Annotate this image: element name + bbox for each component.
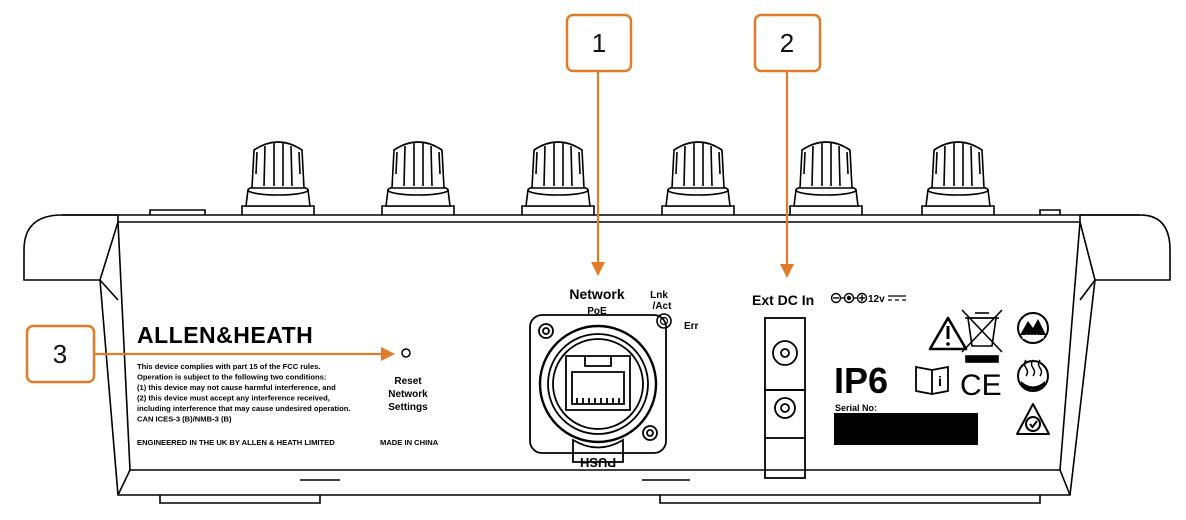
dc-symbol xyxy=(888,295,906,301)
fcc-line: CAN ICES-3 (B)/NMB-3 (B) xyxy=(137,415,232,424)
knob xyxy=(661,141,735,215)
fcc-line: (1) this device may not cause harmful in… xyxy=(137,383,336,392)
reset-label-3: Settings xyxy=(388,402,428,413)
callout-leaders xyxy=(95,71,794,361)
knob xyxy=(521,141,595,215)
network-label: Network xyxy=(569,286,624,302)
fcc-line: Operation is subject to the following tw… xyxy=(137,373,326,382)
knob xyxy=(789,141,863,215)
altitude-icon: ≤3000m xyxy=(1017,312,1049,344)
push-latch-label: PUSH xyxy=(580,455,616,470)
altitude-label: ≤3000m xyxy=(1022,335,1044,341)
ip-rating: IP6 xyxy=(834,360,888,401)
ce-mark-icon: CE xyxy=(960,369,1002,402)
dc-rating-label: 12v xyxy=(868,294,885,305)
act-label: /Act xyxy=(653,301,673,312)
serial-number-box xyxy=(834,413,978,445)
knob-row xyxy=(241,141,995,215)
fcc-line: (2) this device must accept any interfer… xyxy=(137,394,330,403)
knob xyxy=(381,141,455,215)
serial-label: Serial No: xyxy=(835,403,877,413)
err-label: Err xyxy=(684,321,699,332)
brand-logo: ALLEN&HEATH xyxy=(137,322,313,348)
reset-network-button[interactable] xyxy=(401,348,411,358)
lnk-label: Lnk xyxy=(650,290,668,301)
engineered-text: ENGINEERED IN THE UK BY ALLEN & HEATH LI… xyxy=(137,438,335,447)
weee-bin-icon xyxy=(961,309,1003,363)
svg-text:CE: CE xyxy=(960,369,1002,402)
ext-dc-label: Ext DC In xyxy=(752,292,814,308)
link-led xyxy=(656,313,672,329)
manual-info-icon: i xyxy=(915,365,949,396)
made-in-text: MADE IN CHINA xyxy=(380,438,439,447)
dc-input-jack[interactable] xyxy=(764,317,806,479)
callout-3: 3 xyxy=(25,324,96,384)
reset-label-2: Network xyxy=(388,389,428,400)
fcc-line: including interference that may cause un… xyxy=(137,404,351,413)
fcc-line: This device complies with part 15 of the… xyxy=(137,362,321,371)
callout-1-number: 1 xyxy=(592,28,606,58)
svg-text:i: i xyxy=(938,373,942,389)
warning-triangle-icon xyxy=(928,316,968,351)
callout-1: 1 xyxy=(565,13,633,73)
fcc-statement: This device complies with part 15 of the… xyxy=(137,362,351,424)
callout-2-number: 2 xyxy=(780,28,794,58)
reset-label-1: Reset xyxy=(394,376,422,387)
callout-3-number: 3 xyxy=(53,339,67,369)
ethercon-port[interactable] xyxy=(529,314,667,463)
callout-2: 2 xyxy=(753,13,822,73)
tropical-climate-icon xyxy=(1017,359,1049,392)
knob xyxy=(241,141,315,215)
knob xyxy=(921,141,995,215)
dc-polarity-icon xyxy=(830,292,868,304)
rcm-mark-icon xyxy=(1016,403,1050,435)
poe-label: PoE xyxy=(587,306,607,317)
